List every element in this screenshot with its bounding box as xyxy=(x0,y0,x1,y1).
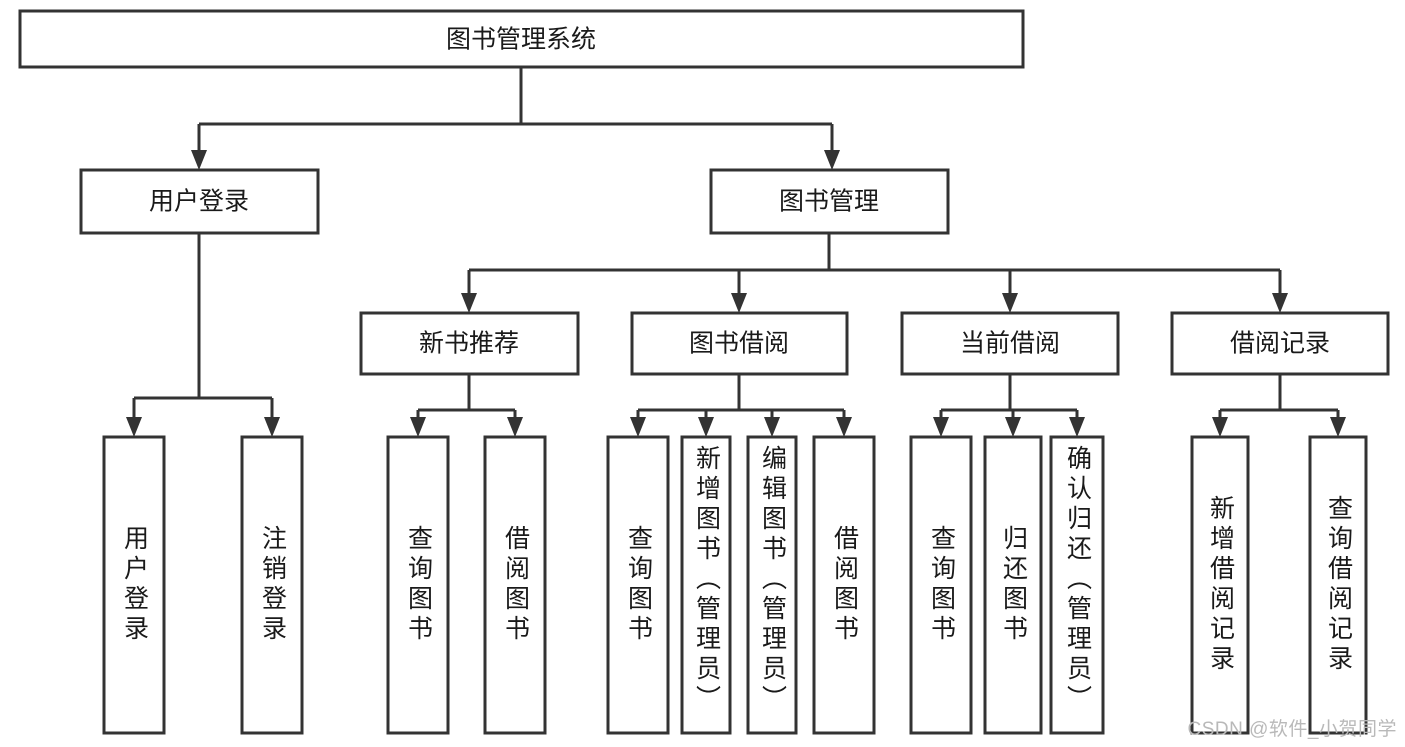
leaf-add-record-box[interactable] xyxy=(1190,435,1250,735)
node-book-borrow-label: 图书借阅 xyxy=(689,330,789,358)
arrow-to-leaf-query-book-3 xyxy=(933,417,949,437)
connector-currentborrow-bus xyxy=(939,374,1079,419)
arrow-to-leaf-borrow-book-2 xyxy=(836,417,852,437)
node-root-box[interactable] xyxy=(18,9,1025,69)
arrow-to-leaf-user-login xyxy=(126,417,142,437)
leaf-query-book-3-box[interactable] xyxy=(909,435,973,735)
arrow-to-leaf-query-book-1 xyxy=(410,417,426,437)
node-book-borrow[interactable]: 图书借阅 xyxy=(630,311,849,376)
arrow-to-borrow-records xyxy=(1272,293,1288,313)
arrow-to-leaf-edit-book xyxy=(764,417,780,437)
leaf-query-book-2-box[interactable] xyxy=(606,435,670,735)
leaf-borrow-book-2-box[interactable] xyxy=(812,435,876,735)
arrow-to-leaf-query-book-2 xyxy=(630,417,646,437)
connector-root-bus xyxy=(197,67,834,152)
node-current-borrow-box[interactable] xyxy=(900,311,1120,376)
node-new-book-rec-label: 新书推荐 xyxy=(419,330,519,358)
node-book-borrow-box[interactable] xyxy=(630,311,849,376)
leaf-confirm-return-box[interactable] xyxy=(1049,435,1105,735)
arrow-to-current-borrow xyxy=(1002,293,1018,313)
leaf-add-book-box[interactable] xyxy=(680,435,732,735)
connector-userlogin-bus xyxy=(132,233,274,419)
connector-layer xyxy=(126,67,1346,437)
node-new-book-rec[interactable]: 新书推荐 xyxy=(359,311,580,376)
leaf-query-book-1-box[interactable] xyxy=(386,435,450,735)
node-user-login-box[interactable] xyxy=(79,168,320,235)
node-borrow-records-label: 借阅记录 xyxy=(1230,330,1330,358)
node-user-login[interactable]: 用户登录 xyxy=(79,168,320,235)
node-borrow-records[interactable]: 借阅记录 xyxy=(1170,311,1390,376)
node-borrow-records-box[interactable] xyxy=(1170,311,1390,376)
arrow-to-user-login xyxy=(191,150,207,170)
node-book-manage-box[interactable] xyxy=(709,168,950,235)
leaf-query-record-box[interactable] xyxy=(1308,435,1368,735)
node-user-login-label: 用户登录 xyxy=(149,188,249,216)
leaf-logout-box[interactable] xyxy=(240,435,304,735)
connector-newbook-bus xyxy=(416,374,517,419)
node-root-label: 图书管理系统 xyxy=(446,26,596,54)
node-root[interactable]: 图书管理系统 xyxy=(18,9,1025,69)
arrow-to-leaf-confirm-return xyxy=(1069,417,1085,437)
arrow-to-leaf-return-book xyxy=(1005,417,1021,437)
node-book-manage[interactable]: 图书管理 xyxy=(709,168,950,235)
node-book-manage-label: 图书管理 xyxy=(779,188,879,216)
node-current-borrow-label: 当前借阅 xyxy=(960,330,1060,358)
leaf-box-layer xyxy=(102,435,1368,735)
arrow-to-leaf-query-record xyxy=(1330,417,1346,437)
leaf-return-book-box[interactable] xyxy=(983,435,1043,735)
watermark-text: CSDN @软件_小贺同学 xyxy=(1187,719,1397,740)
node-new-book-rec-box[interactable] xyxy=(359,311,580,376)
arrow-to-leaf-borrow-book-1 xyxy=(507,417,523,437)
connector-bookborrow-bus xyxy=(636,374,846,419)
arrow-to-leaf-add-book xyxy=(698,417,714,437)
arrow-to-leaf-logout xyxy=(264,417,280,437)
node-current-borrow[interactable]: 当前借阅 xyxy=(900,311,1120,376)
arrow-to-new-book-rec xyxy=(461,293,477,313)
leaf-user-login-box[interactable] xyxy=(102,435,166,735)
leaf-edit-book-box[interactable] xyxy=(746,435,798,735)
leaf-borrow-book-1-box[interactable] xyxy=(483,435,547,735)
connector-bookmanage-bus xyxy=(467,233,1282,295)
arrow-to-book-manage xyxy=(824,150,840,170)
arrow-to-book-borrow xyxy=(731,293,747,313)
arrow-to-leaf-add-record xyxy=(1212,417,1228,437)
connector-borrowrecords-bus xyxy=(1218,374,1340,419)
